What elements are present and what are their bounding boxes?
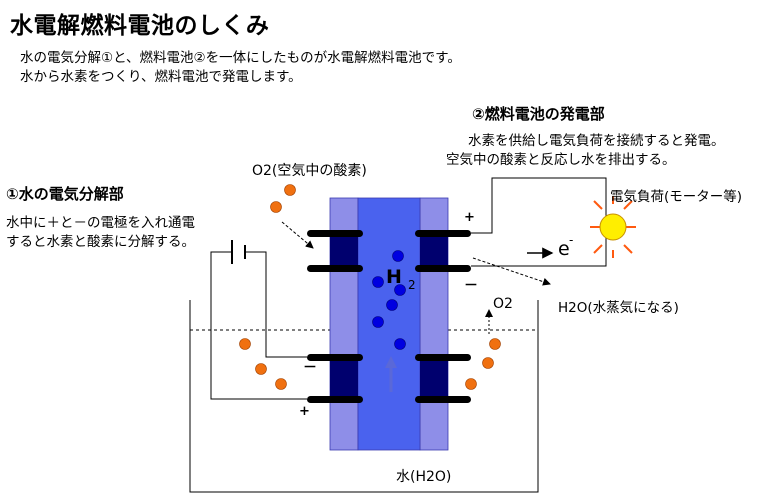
h2-bubble [372, 276, 384, 288]
o2-particle [255, 363, 267, 375]
o2-particle [284, 184, 296, 196]
plate-top-right-1 [415, 230, 471, 237]
o2-particle [482, 357, 494, 369]
hydrogen-rise-arrowhead [385, 356, 397, 368]
electrolysis-circuit [210, 251, 307, 400]
lamp-icon [590, 196, 636, 258]
o2-out-label: O2 [493, 296, 513, 312]
o2-particle [489, 338, 501, 350]
vapor-outflow-arrow [472, 257, 551, 286]
hydrogen-label-subscript: 2 [408, 278, 416, 292]
hydrogen-label: H [386, 266, 402, 288]
intro-line-1: 水の電気分解①と、燃料電池②を一体にしたものが水電解燃料電池です。 [20, 50, 461, 66]
fuel-cell-desc-line-2: 空気中の酸素と反応し水を排出する。 [446, 152, 676, 168]
electrode-band-top-left [330, 232, 358, 270]
plate-top-left-2 [307, 265, 363, 272]
electric-load-label: 電気負荷(モーター等) [610, 189, 743, 205]
electrode-band-bottom-left [330, 356, 358, 402]
o2-particle [275, 378, 287, 390]
electrolysis-desc-line-1: 水中に＋と－の電極を入れ通電 [6, 215, 195, 231]
water-tank [189, 300, 539, 493]
plus-terminal-top: + [464, 210, 475, 225]
electrolysis-section-title: ①水の電気分解部 [6, 185, 124, 203]
load-circuit [471, 177, 607, 267]
electrode-band-top-right [420, 232, 448, 270]
electrolysis-desc-line-2: すると水素と酸素に分解する。 [6, 234, 195, 250]
plate-bottom-left-1 [307, 354, 363, 361]
h2-bubble [392, 250, 404, 262]
plate-top-right-2 [415, 265, 471, 272]
fuel-cell-desc-line-1: 水素を供給し電気負荷を接続すると発電。 [468, 133, 725, 149]
minus-terminal-top: － [464, 278, 478, 294]
plate-bottom-right-2 [415, 396, 471, 403]
intro-line-2: 水から水素をつくり、燃料電池で発電します。 [20, 69, 302, 85]
o2-particle [270, 201, 282, 213]
o2-particle [465, 378, 477, 390]
h2-bubble [394, 284, 406, 296]
o2-inflow-arrow [281, 221, 314, 249]
o2-air-label: O2(空気中の酸素) [252, 163, 367, 179]
electrode-plates [307, 230, 471, 403]
h2-bubble [386, 299, 398, 311]
plate-bottom-right-1 [415, 354, 471, 361]
plate-top-left-1 [307, 230, 363, 237]
o2-particle [239, 338, 251, 350]
minus-terminal-bottom: － [303, 360, 317, 376]
page-title: 水電解燃料電池のしくみ [10, 13, 270, 39]
fuel-cell-section-title: ②燃料電池の発電部 [472, 105, 605, 123]
water-label: 水(H2O) [396, 469, 452, 485]
electron-label-superscript: - [569, 233, 574, 247]
hydrogen-bubbles [372, 250, 406, 350]
electron-label: e [558, 238, 570, 260]
h2-bubble [394, 338, 406, 350]
electrode-band-bottom-right [420, 356, 448, 402]
h2o-vapor-label: H2O(水蒸気になる) [558, 300, 679, 316]
plate-bottom-left-2 [307, 396, 363, 403]
plus-terminal-bottom: + [299, 404, 310, 419]
hydrogen-channel [357, 197, 421, 451]
oxygen-particles [239, 184, 501, 390]
h2-bubble [372, 316, 384, 328]
